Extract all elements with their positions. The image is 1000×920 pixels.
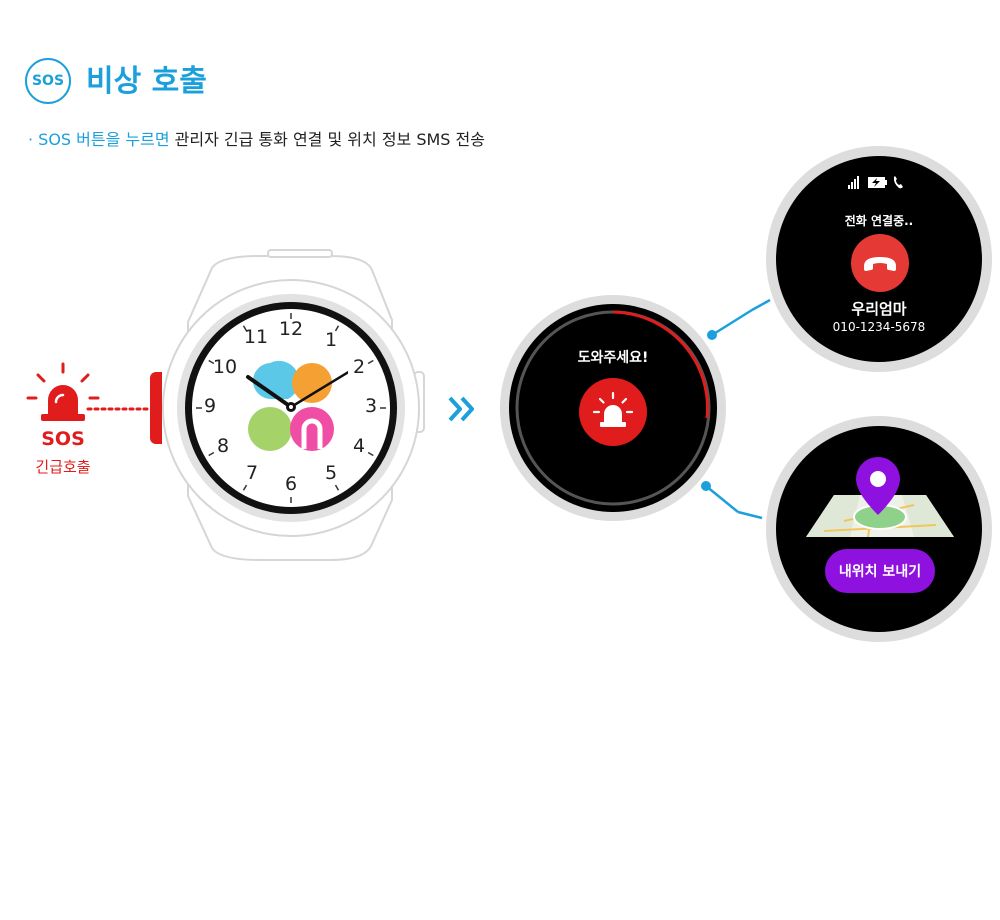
- hour-number: 12: [278, 318, 304, 340]
- page-title: 비상 호출: [86, 64, 207, 99]
- hour-number: 6: [284, 473, 298, 495]
- hour-number: 1: [324, 329, 338, 351]
- hour-number: 11: [243, 326, 269, 348]
- double-chevron-right-icon: [448, 396, 474, 422]
- hour-number: 3: [364, 395, 378, 417]
- dotted-connector: [86, 407, 150, 411]
- sos-icon: SOS: [25, 58, 71, 104]
- hour-number: 9: [203, 395, 217, 417]
- status-bar: [848, 176, 903, 189]
- siren-icon: [26, 362, 100, 421]
- hour-number: 7: [245, 462, 259, 484]
- contact-number: 010-1234-5678: [832, 320, 926, 334]
- hour-number: 2: [352, 356, 366, 378]
- contact-name: 우리엄마: [851, 300, 907, 318]
- hour-number: 4: [352, 435, 366, 457]
- sos-label: SOS: [41, 428, 85, 450]
- send-location-button[interactable]: 내위치 보내기: [825, 549, 935, 593]
- siren-icon[interactable]: [578, 377, 648, 447]
- signal-icon: [848, 176, 859, 189]
- help-text: 도와주세요!: [577, 350, 649, 366]
- battery-charging-icon: [868, 177, 887, 188]
- watch-hands: [246, 360, 348, 451]
- hour-number: 5: [324, 462, 338, 484]
- hour-number: 10: [212, 356, 238, 378]
- sos-sublabel: 긴급호출: [35, 458, 91, 476]
- description-text: 관리자 긴급 통화 연결 및 위치 정보 SMS 전송: [169, 130, 485, 149]
- hour-number: 8: [216, 435, 230, 457]
- sos-side-button[interactable]: [150, 372, 162, 444]
- description-highlight: · SOS 버튼을 누르면: [28, 130, 170, 149]
- phone-icon: [893, 176, 903, 189]
- feature-description: · SOS 버튼을 누르면 관리자 긴급 통화 연결 및 위치 정보 SMS 전…: [28, 128, 485, 152]
- call-status: 전화 연결중..: [844, 214, 914, 228]
- hang-up-icon[interactable]: [850, 233, 910, 293]
- dial-ticks: [196, 313, 386, 503]
- connector-lines: [701, 298, 771, 520]
- map-icon: [806, 457, 954, 538]
